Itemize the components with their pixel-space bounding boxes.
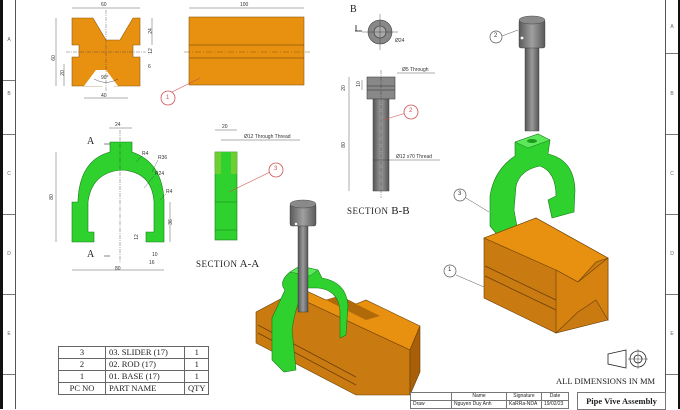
dim-label: 12 [147,48,154,54]
dim-label: 24 [115,122,121,128]
bom-header-pc: PC NO [58,382,106,395]
bom-qty: 1 [183,358,210,371]
dim-label: 80 [340,142,347,148]
dim-label: 80 [48,194,55,200]
bom-part-name: 01. BASE (17) [105,370,185,383]
zone-label: D [3,214,15,295]
zone-label: D [666,214,678,295]
dim-label: 20 [340,85,347,91]
bom-header-qty: QTY [183,382,210,395]
left-zone-strip: A B C D E [0,0,16,409]
dim-label: Ø24 [395,38,405,44]
tb-signature: KaRRa-NDA [506,400,542,409]
dim-label: R24 [155,171,165,177]
dim-label: 36 [167,219,174,225]
view-marker-b: B [350,4,357,15]
bom-pc: 3 [58,346,106,359]
dim-label: 60 [50,55,57,61]
dim-label: 90° [101,75,109,81]
section-aa-title: SECTION A-A [196,258,259,270]
section-bb-title: SECTION B-B [347,205,410,217]
exploded-isometric-view [443,15,609,334]
dim-label: 60 [101,2,107,8]
slider-front-view [55,127,171,271]
tb-header [410,392,452,401]
section-marker-a-bottom: A [87,249,95,260]
zone-label: B [3,54,15,135]
section-bb-view [348,70,440,198]
dim-label: 20 [222,124,228,130]
bom-header-row: PC NO PART NAME QTY [58,382,210,395]
tb-header: Date [541,392,569,401]
balloon-label: 3 [274,166,278,172]
zone-label: A [666,0,678,54]
bom-pc: 2 [58,358,106,371]
dim-label: 100 [240,2,249,8]
zone-label: B [666,54,678,135]
tb-header: Signature [506,392,542,401]
balloon-label: 2 [409,108,413,114]
dim-label: 12 [133,234,140,240]
bom-qty: 1 [183,370,210,383]
bom-part-name: 02. ROD (17) [105,358,185,371]
base-front-view [55,7,153,99]
balloon-label: 1 [166,95,170,101]
dim-label: R4 [142,151,149,157]
bom-row: 2 02. ROD (17) 1 [58,358,210,371]
dim-label: R4 [166,189,173,195]
hole-callout: Ø5 Through [402,67,429,73]
rod-top-view [355,14,398,50]
tb-role: Draw [410,400,452,409]
section-id: A-A [239,258,260,270]
zone-label: A [3,0,15,81]
dim-label: 10 [152,252,158,258]
bom-row: 3 03. SLIDER (17) 1 [58,346,210,359]
bill-of-materials: 3 03. SLIDER (17) 1 2 02. ROD (17) 1 1 0… [58,346,210,395]
title-block: Name Signature Date Draw Nguyen Duy Anh … [410,392,569,409]
dim-label: R36 [158,155,168,161]
bom-qty: 1 [183,346,210,359]
tb-date: 19/02/23 [541,400,569,409]
assembled-isometric-view [255,199,421,396]
zone-label: C [666,134,678,215]
balloon-label: 1 [448,267,452,273]
bom-part-name: 03. SLIDER (17) [105,346,185,359]
dim-label: 20 [59,70,66,76]
dim-label: 80 [115,266,121,272]
title-block-header: Name Signature Date [410,392,569,401]
section-word: SECTION [196,259,238,269]
section-marker-a-top: A [87,136,95,147]
section-word: SECTION [347,206,389,216]
tb-name: Nguyen Duy Anh [451,400,507,409]
bom-pc: 1 [58,370,106,383]
dim-label: 10 [355,81,362,87]
thread-callout: Ø12 x70 Thread [396,154,433,160]
zone-label: C [3,134,15,215]
bom-row: 1 01. BASE (17) 1 [58,370,210,383]
right-zone-strip: A B C D E [665,0,680,409]
tb-header: Name [451,392,507,401]
projection-symbol [607,349,648,369]
drawing-title: Pipe Vive Assembly [577,392,666,410]
section-aa-view [214,129,300,241]
balloon-label: 2 [494,33,498,39]
dim-label: 24 [147,28,154,34]
zone-label: E [3,294,15,375]
balloon-label: 3 [458,191,462,197]
title-block-row: Draw Nguyen Duy Anh KaRRa-NDA 19/02/23 [410,400,569,409]
zone-label: E [666,294,678,375]
dim-label: 6 [148,64,151,70]
thread-callout: Ø12 Through Thread [244,134,291,140]
dim-label: 16 [149,260,155,266]
units-note: ALL DIMENSIONS IN MM [556,376,656,386]
base-side-view [160,7,310,106]
section-id: B-B [391,205,410,217]
bom-header-name: PART NAME [105,382,185,395]
dim-label: 40 [101,93,107,99]
